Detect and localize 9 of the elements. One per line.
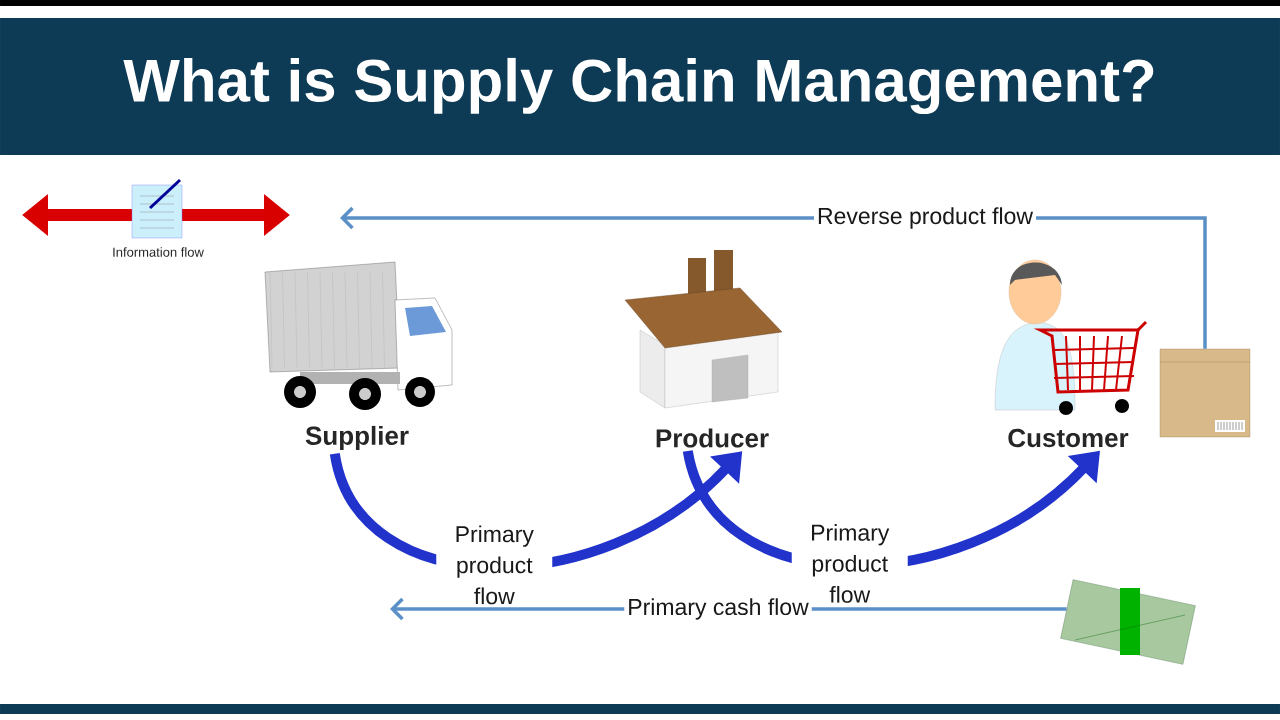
caption-text: Information flow xyxy=(113,247,204,257)
producer-label: Producer xyxy=(656,428,769,448)
edge-label: Reverse product flow xyxy=(814,204,1037,232)
customer-label: Customer xyxy=(1008,428,1129,448)
edge-label: Primary product flow xyxy=(436,522,553,608)
supplier-label: Supplier xyxy=(305,425,409,451)
money-picture xyxy=(1060,579,1196,665)
title-banner: What is Supply Chain Management? xyxy=(0,0,1280,155)
box-picture xyxy=(1159,348,1251,438)
